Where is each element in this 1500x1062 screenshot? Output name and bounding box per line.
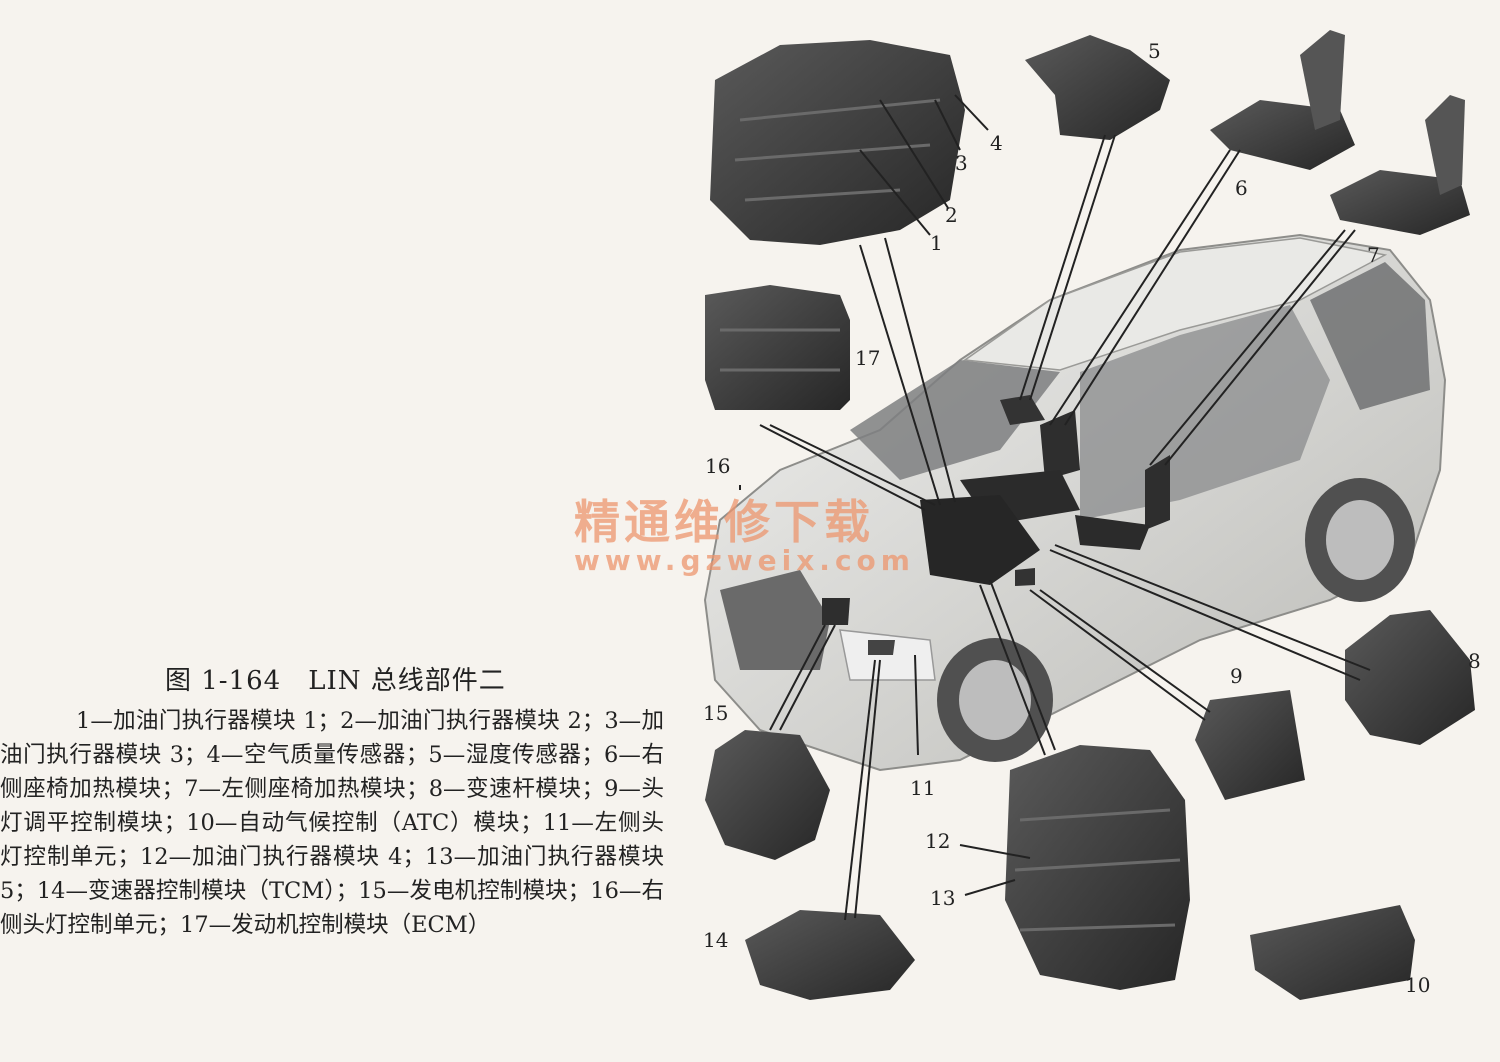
callout-9: 9 [1230, 664, 1243, 688]
component-ecm-17 [705, 285, 850, 410]
figure-title: 图 1-164 LIN 总线部件二 [165, 666, 506, 696]
callout-5: 5 [1148, 39, 1161, 63]
watermark-url: www.gzweix.com [574, 544, 915, 577]
callout-16: 16 [705, 454, 730, 478]
component-actuators-1-4 [710, 40, 965, 245]
callout-8: 8 [1468, 649, 1481, 673]
callout-2: 2 [945, 203, 958, 227]
callout-11: 11 [910, 776, 935, 800]
component-right-seat-heater-6 [1210, 30, 1355, 170]
component-gear-selector-8 [1345, 610, 1475, 745]
callout-6: 6 [1235, 176, 1248, 200]
component-headlamp-leveling-9 [1195, 690, 1305, 800]
component-actuators-12-13 [1005, 745, 1190, 990]
vehicle-illustration [703, 233, 1447, 772]
callout-12: 12 [925, 829, 950, 853]
component-tcm-14 [745, 910, 915, 1000]
callout-14: 14 [703, 928, 728, 952]
component-humidity-sensor-5 [1025, 35, 1170, 140]
callout-10: 10 [1405, 973, 1430, 997]
figure-legend: 1—加油门执行器模块 1；2—加油门执行器模块 2；3—加油门执行器模块 3；4… [0, 708, 664, 938]
callout-17: 17 [855, 346, 880, 370]
leader-lines [739, 94, 1371, 921]
component-generator-module-15 [705, 730, 830, 860]
callout-7: 7 [1367, 243, 1380, 267]
callout-3: 3 [955, 151, 968, 175]
component-left-seat-heater-7 [1330, 95, 1470, 235]
callout-15: 15 [703, 701, 728, 725]
callout-13: 13 [930, 886, 955, 910]
watermark-text: 精通维修下载 [574, 495, 874, 549]
callout-4: 4 [990, 131, 1003, 155]
callout-labels: 1 2 3 4 5 6 7 8 9 10 11 12 13 14 15 16 1… [703, 39, 1481, 997]
component-atc-module-10 [1250, 905, 1415, 1000]
callout-1: 1 [930, 231, 943, 255]
